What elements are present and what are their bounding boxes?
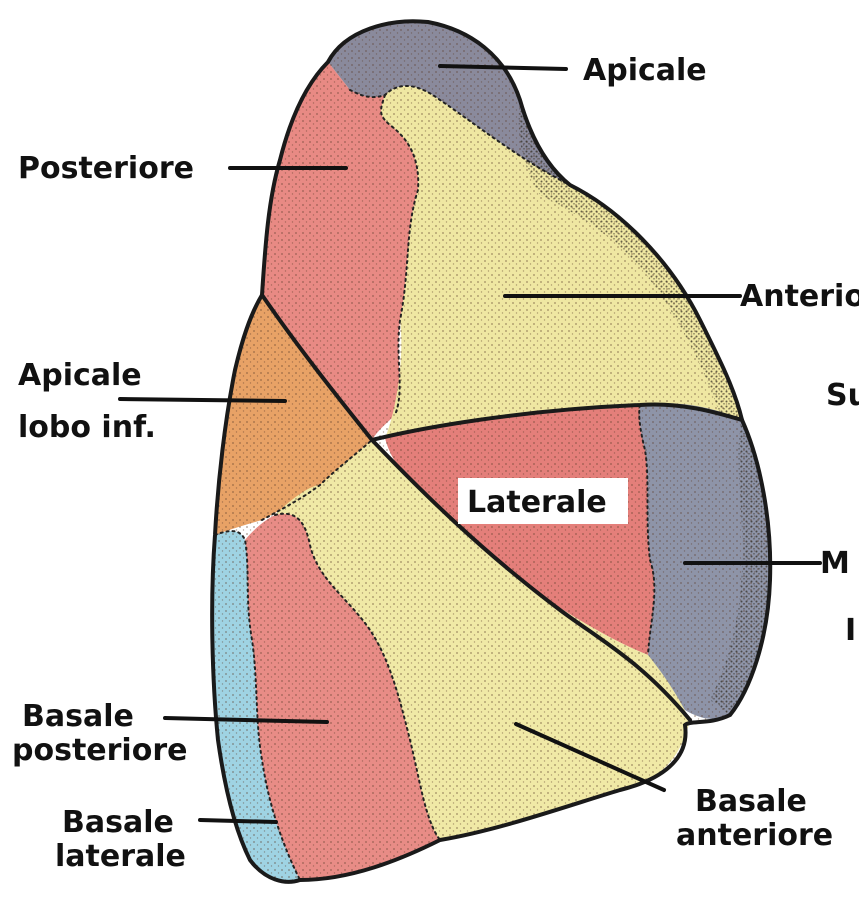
label-basale-posteriore-1: Basale	[22, 699, 134, 734]
label-laterale: Laterale	[467, 485, 607, 520]
label-inferiore-cut: I	[845, 613, 856, 648]
label-superiore-cut: Su	[826, 378, 859, 413]
label-apicale-lobo-inf-2: lobo inf.	[18, 410, 156, 445]
label-apicale-lobo-inf-1: Apicale	[18, 358, 142, 393]
leader-apicale-lobo-inf	[120, 399, 285, 401]
label-basale-laterale-1: Basale	[62, 805, 174, 840]
lung-stipple	[212, 21, 770, 882]
label-apicale: Apicale	[583, 53, 707, 88]
label-basale-posteriore-2: posteriore	[12, 733, 187, 768]
leader-basale-laterale	[200, 820, 276, 822]
label-posteriore: Posteriore	[18, 151, 194, 186]
label-mediale-cut: M	[820, 546, 850, 581]
label-basale-laterale-2: laterale	[55, 839, 186, 874]
label-anteriore: Anterio	[740, 279, 859, 314]
label-basale-anteriore-1: Basale	[695, 784, 807, 819]
label-basale-anteriore-2: anteriore	[676, 818, 833, 853]
